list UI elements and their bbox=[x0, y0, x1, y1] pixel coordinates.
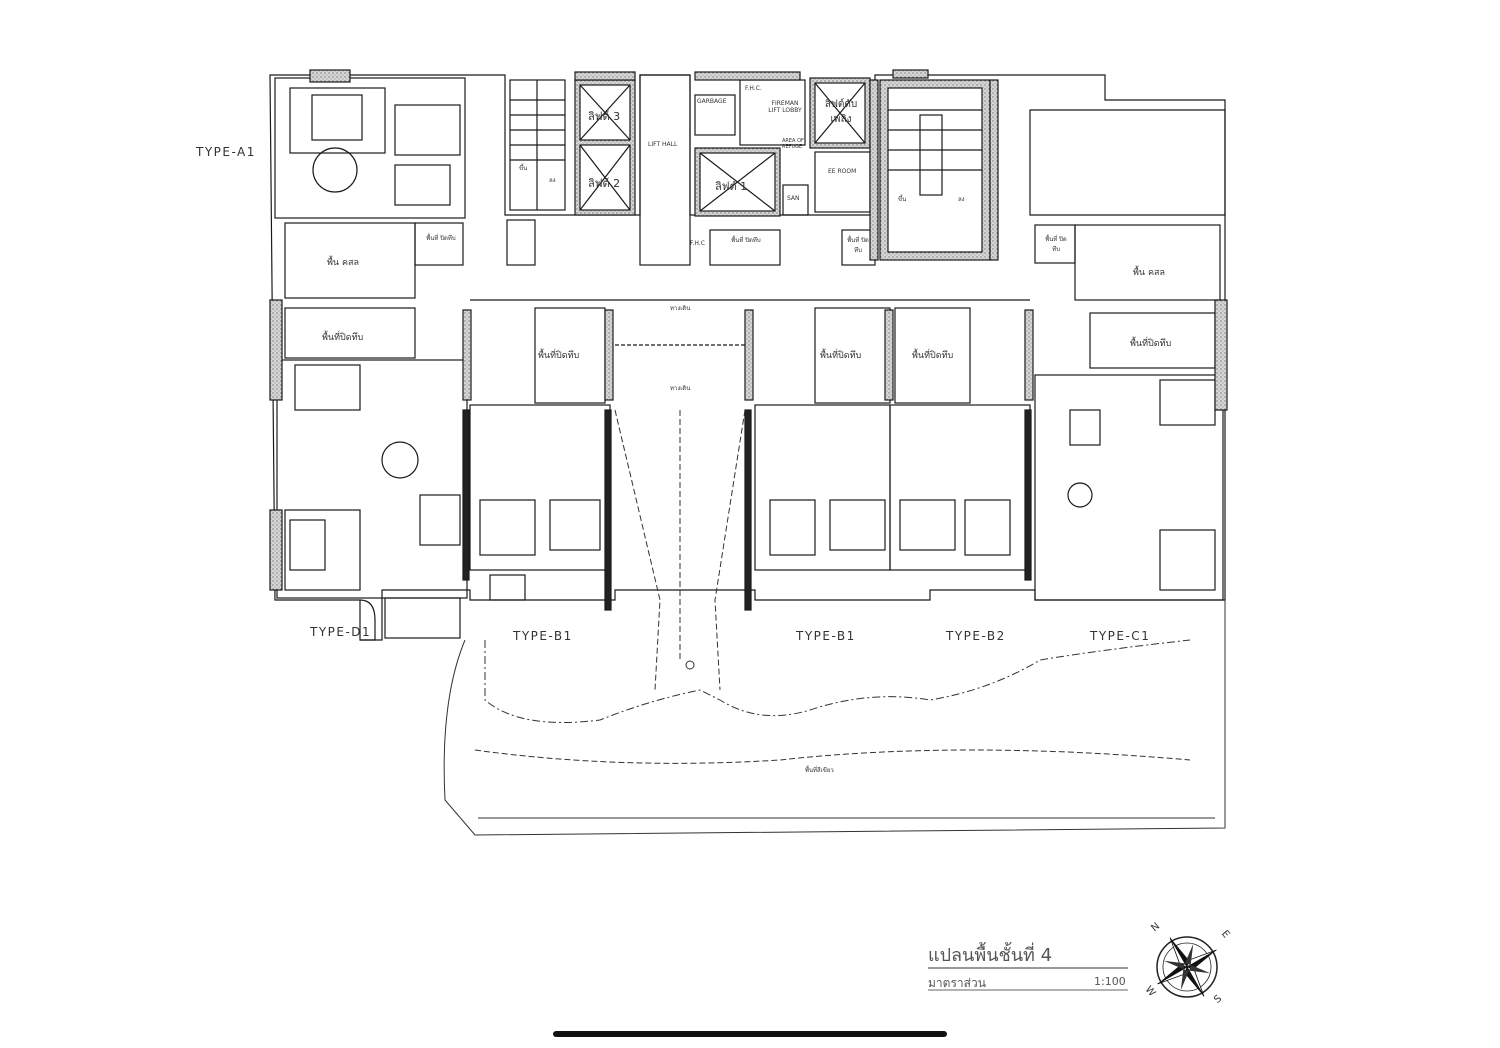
unit-type-d1 bbox=[276, 359, 468, 599]
plan-title: แปลนพื้นชั้นที่ 4 bbox=[928, 945, 1053, 966]
san-label: SAN bbox=[787, 195, 800, 202]
fhc-top-label: F.H.C. bbox=[745, 85, 762, 92]
refuge-label: AREA OF REFUGE bbox=[782, 138, 804, 150]
walkway-label-1: ทางเดิน bbox=[670, 305, 691, 312]
closed-area-c1-label: พื้นที่ปิดทึบ bbox=[1130, 339, 1172, 349]
ee-room-label: EE ROOM bbox=[828, 168, 857, 175]
unit-type-b1-right bbox=[754, 404, 891, 571]
scale-value: 1:100 bbox=[1094, 975, 1126, 988]
type-d1-label: TYPE-D1 bbox=[310, 625, 372, 639]
closed-area-small-b-label: พื้นที่ ปิดทึบ bbox=[731, 237, 761, 244]
scale-label: มาตราส่วน bbox=[928, 976, 986, 990]
stair-down-left-label: ลง bbox=[549, 177, 556, 184]
closed-area-b1-right-label: พื้นที่ปิดทึบ bbox=[820, 351, 862, 361]
home-indicator[interactable] bbox=[553, 1031, 947, 1037]
rc-floor-right-label: พื้น คสล bbox=[1133, 268, 1165, 278]
stair-up-right-label: ขึ้น bbox=[898, 196, 907, 203]
garbage-label: GARBAGE bbox=[697, 98, 727, 105]
lift-1-label: ลิฟต์ 1 bbox=[715, 180, 748, 193]
stair-down-right-label: ลง bbox=[958, 196, 965, 203]
lift-3-label: ลิฟต์ 3 bbox=[588, 110, 621, 123]
stair-up-left-label: ขึ้น bbox=[519, 165, 528, 172]
fireman-lobby-label: FIREMAN LIFT LOBBY bbox=[768, 100, 802, 114]
closed-area-b2-label: พื้นที่ปิดทึบ bbox=[912, 351, 954, 361]
unit-type-a1 bbox=[274, 77, 466, 219]
type-b1-right-label: TYPE-B1 bbox=[796, 629, 856, 643]
type-b1-left-label: TYPE-B1 bbox=[513, 629, 573, 643]
unit-type-b1-left bbox=[469, 404, 611, 571]
lift-hall-label: LIFT HALL bbox=[648, 141, 678, 148]
type-b2-label: TYPE-B2 bbox=[946, 629, 1006, 643]
closed-area-small-a-label: พื้นที่ ปิดทึบ bbox=[426, 235, 456, 242]
unit-type-b2 bbox=[889, 404, 1031, 571]
compass-rose-icon bbox=[1156, 936, 1218, 998]
type-a1-label: TYPE-A1 bbox=[196, 145, 256, 159]
green-area-label: พื้นที่สีเขียว bbox=[805, 767, 834, 774]
fire-lift-label: ลิฟต์ดับเพลิง bbox=[824, 99, 858, 125]
garden-outline bbox=[443, 600, 1226, 836]
closed-area-b1-left-label: พื้นที่ปิดทึบ bbox=[538, 351, 580, 361]
type-c1-label: TYPE-C1 bbox=[1090, 629, 1151, 643]
closed-area-small-d-label: พื้นที่ ปิดทึบ bbox=[1045, 236, 1067, 253]
lift-2-label: ลิฟต์ 2 bbox=[588, 177, 621, 190]
rc-floor-left-label: พื้น คสล bbox=[327, 258, 359, 268]
closed-area-small-c-label: พื้นที่ ปิดทึบ bbox=[847, 237, 869, 254]
closed-area-label: พื้นที่ปิดทึบ bbox=[322, 333, 364, 343]
unit-type-c1 bbox=[1034, 374, 1224, 601]
walkway-label-2: ทางเดิน bbox=[670, 385, 691, 392]
fhc-mid-label: F.H.C bbox=[690, 240, 705, 247]
